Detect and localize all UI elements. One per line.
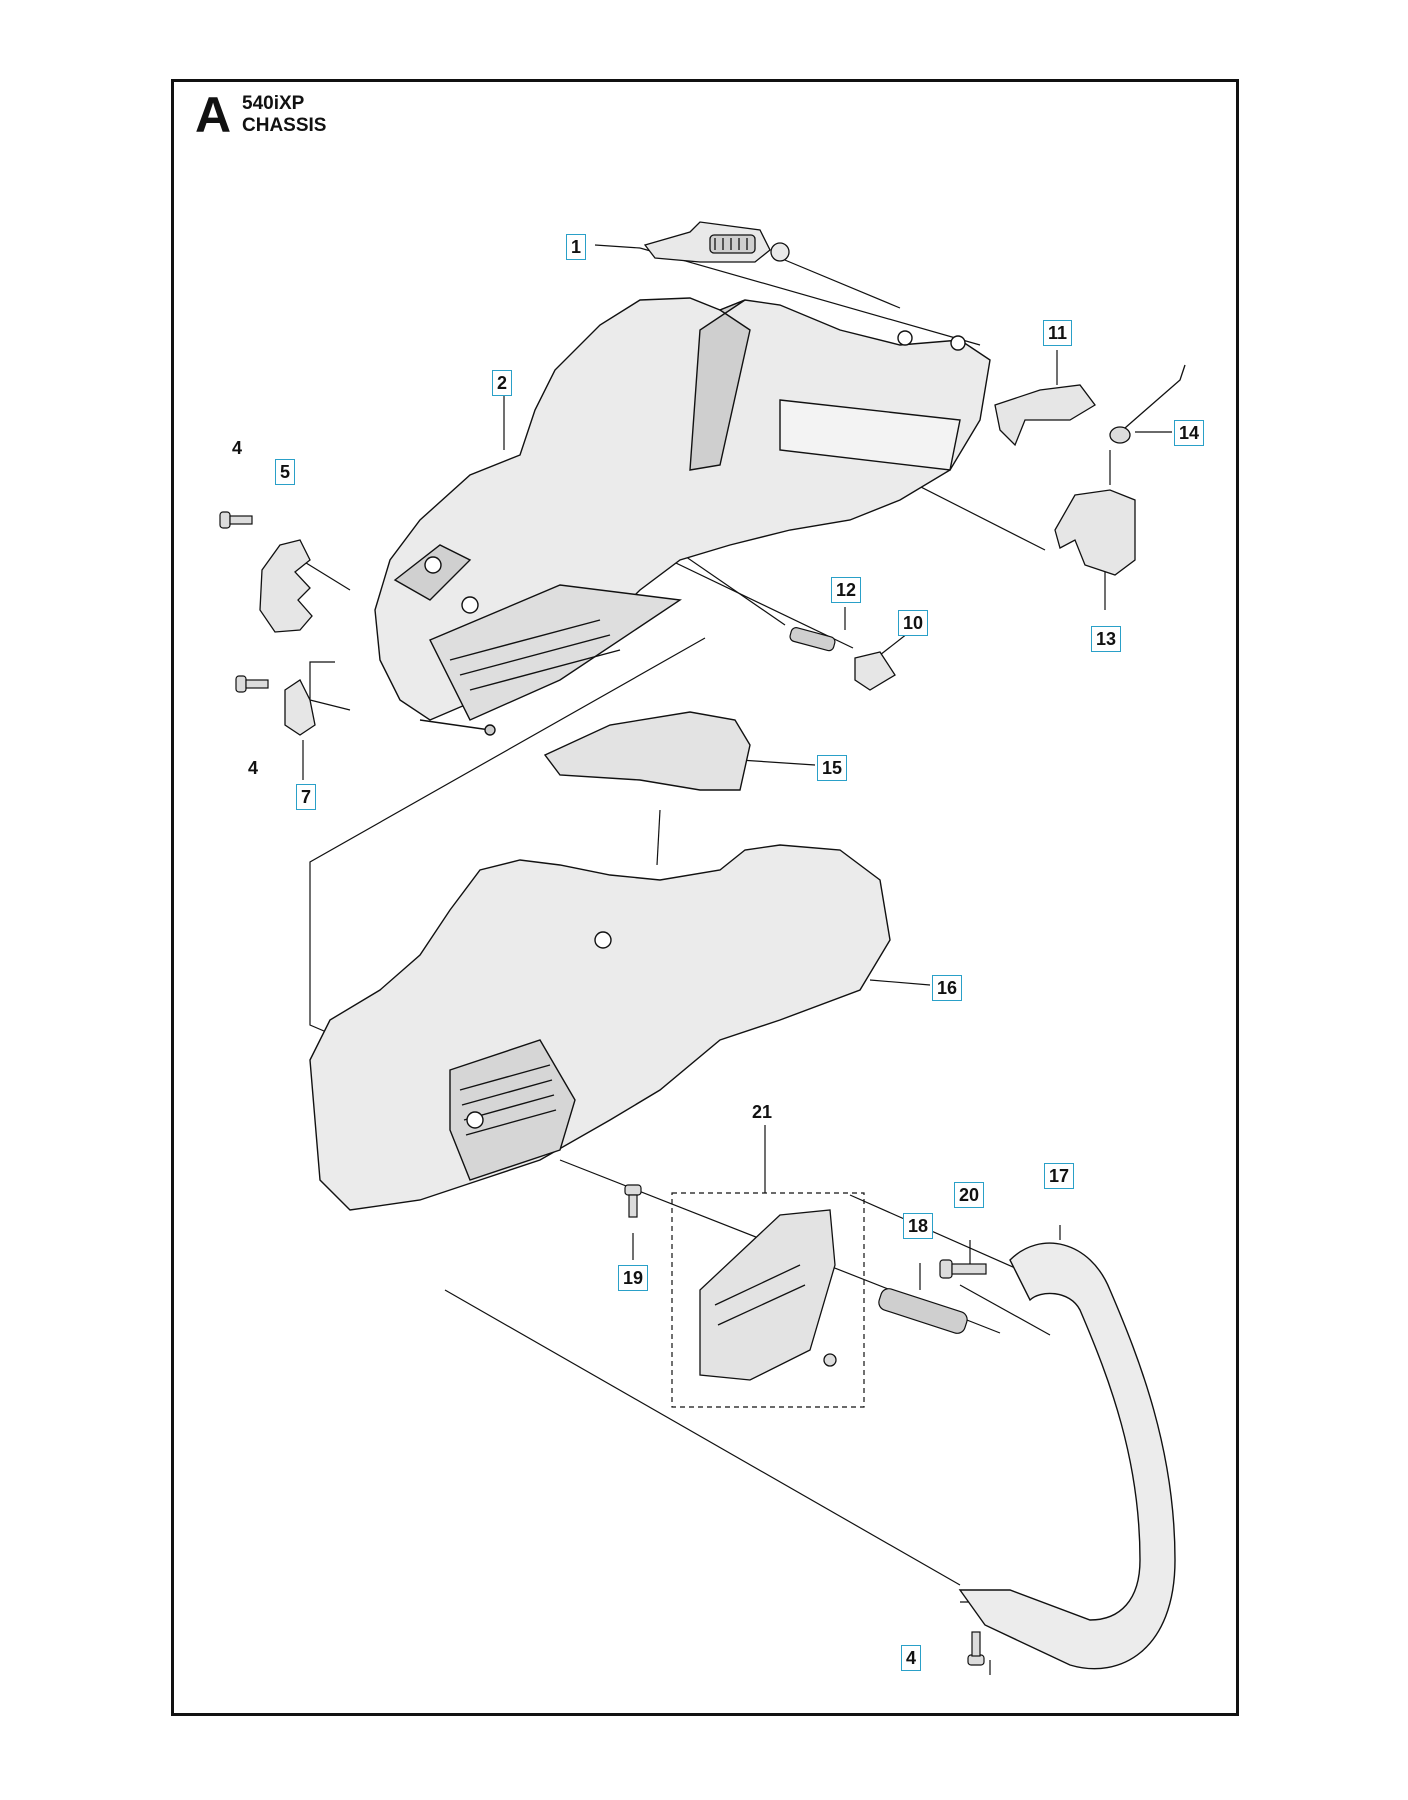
damper-spring-part [878,1288,968,1334]
front-handle-part [958,1242,1176,1670]
spring-clip-part [643,221,790,263]
bracket-part [284,679,316,736]
trigger-part [994,384,1096,447]
callout-18[interactable]: 18 [903,1213,934,1239]
service-kit-group [671,1192,865,1408]
callout-15[interactable]: 15 [817,755,848,781]
callout-7[interactable]: 7 [296,784,317,810]
callout-4a[interactable]: 4 [232,438,243,458]
screw-part [219,511,985,1666]
trigger-lockout-part [1054,489,1136,576]
callout-4c[interactable]: 4 [901,1645,922,1671]
callout-12[interactable]: 12 [831,577,862,603]
torsion-spring-part [1109,364,1186,444]
screw-short-part [624,1184,642,1218]
callout-4b[interactable]: 4 [248,758,259,778]
callout-2[interactable]: 2 [492,370,513,396]
callout-1[interactable]: 1 [566,234,587,260]
section-title: CHASSIS [242,115,327,136]
callout-16[interactable]: 16 [932,975,963,1001]
callout-17[interactable]: 17 [1044,1163,1075,1189]
side-cover-part [699,1209,837,1381]
callout-10[interactable]: 10 [898,610,929,636]
callout-21[interactable]: 21 [752,1102,773,1122]
callout-20[interactable]: 20 [954,1182,985,1208]
callout-19[interactable]: 19 [618,1265,649,1291]
callout-14[interactable]: 14 [1174,420,1205,446]
chassis-frame-part [374,297,991,736]
compression-spring-part [789,627,836,652]
model-name: 540iXP [242,93,305,114]
callout-13[interactable]: 13 [1091,626,1122,652]
callout-11[interactable]: 11 [1043,320,1073,346]
section-letter: A [195,87,232,143]
housing-part [309,844,891,1211]
callout-5[interactable]: 5 [275,459,296,485]
top-cover-part [543,711,751,791]
button-part [854,651,896,691]
bolt-part [939,1259,987,1279]
bumper-spike-part [259,539,313,633]
